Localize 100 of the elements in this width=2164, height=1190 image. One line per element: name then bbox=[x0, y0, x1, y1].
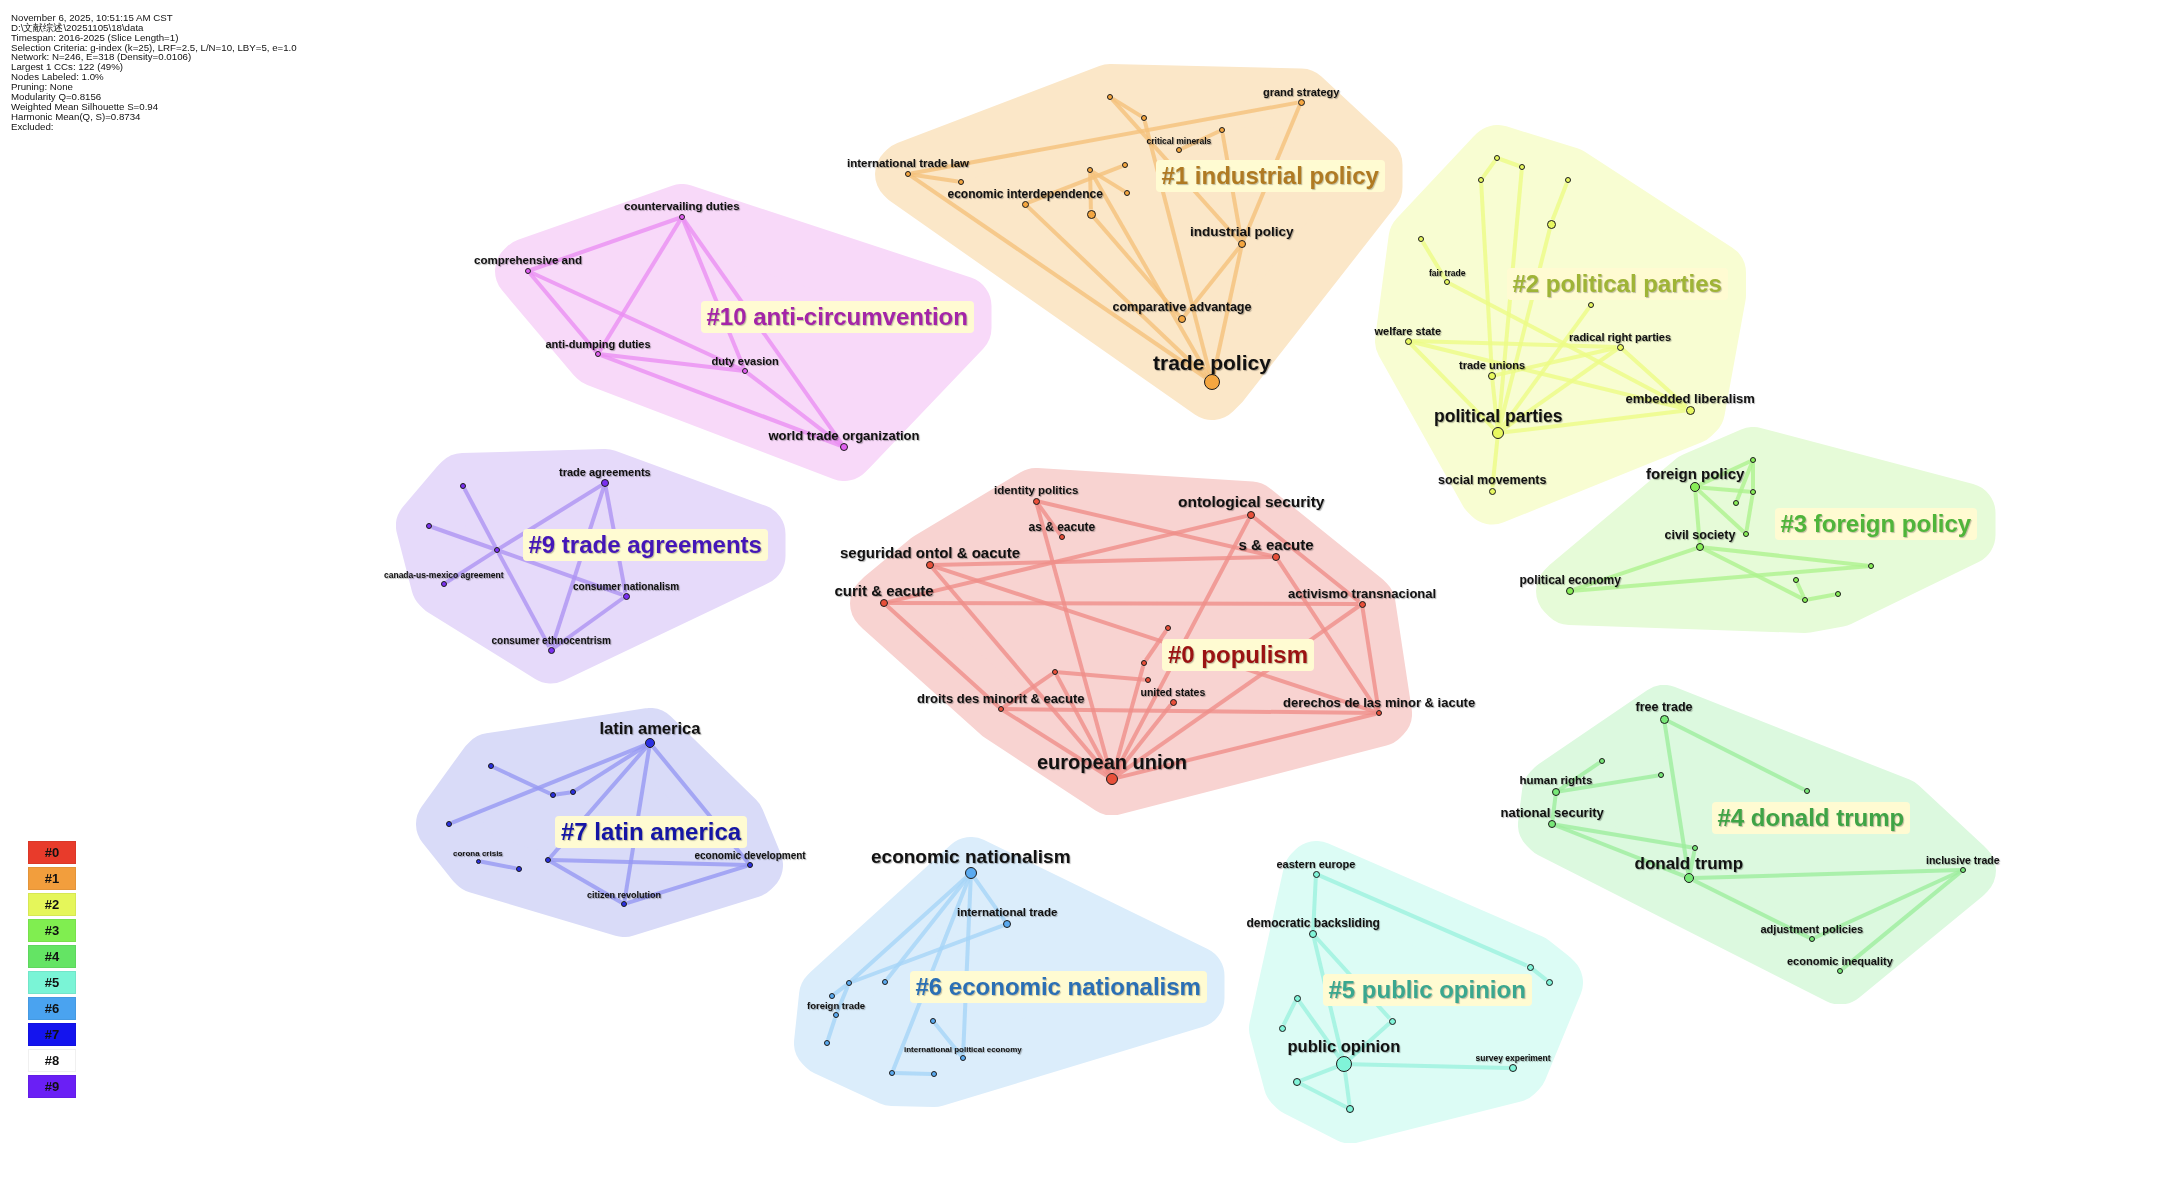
link-line bbox=[849, 875, 968, 983]
keyword-label: seguridad ontol & oacute bbox=[840, 545, 1020, 560]
link-line bbox=[1092, 216, 1181, 318]
link-line bbox=[1692, 878, 1811, 940]
link-line bbox=[1573, 546, 1697, 592]
info-text: Weighted Mean Silhouette S=0.94 bbox=[11, 101, 159, 112]
link-line bbox=[1550, 795, 1558, 821]
keyword-label: as & eacute bbox=[1028, 521, 1096, 533]
keyword-label: international political economy bbox=[904, 1046, 1022, 1054]
link-line bbox=[1252, 515, 1361, 604]
cluster-label: #9 trade agreements bbox=[522, 529, 768, 562]
link-line bbox=[1688, 850, 1697, 874]
link-line bbox=[549, 859, 623, 905]
keyword-label: trade agreements bbox=[559, 467, 651, 478]
link-line bbox=[492, 765, 552, 796]
link-line bbox=[600, 352, 743, 373]
legend-label: #0 bbox=[44, 846, 60, 859]
link-line bbox=[1180, 129, 1221, 151]
link-line bbox=[1795, 581, 1806, 599]
legend-label: #8 bbox=[44, 1054, 60, 1067]
link-line bbox=[1693, 491, 1702, 544]
keyword-label: consumer nationalism bbox=[573, 581, 680, 592]
legend-label: #6 bbox=[44, 1002, 60, 1015]
link-line bbox=[1621, 347, 1689, 409]
link-line bbox=[1038, 499, 1273, 559]
keyword-label: economic interdependence bbox=[947, 187, 1103, 200]
keyword-label: civil society bbox=[1664, 529, 1736, 542]
cluster-label: #2 political parties bbox=[1506, 268, 1728, 301]
link-line bbox=[1531, 967, 1548, 982]
link-line bbox=[552, 596, 625, 650]
keyword-label: corona crisis bbox=[453, 849, 503, 858]
legend-label: #4 bbox=[44, 950, 60, 963]
link-line bbox=[1297, 999, 1342, 1059]
link-line bbox=[909, 174, 1207, 380]
cluster-label: #6 economic nationalism bbox=[909, 971, 1207, 1004]
link-line bbox=[1343, 1071, 1352, 1106]
info-text: Excluded: bbox=[11, 121, 54, 132]
link-line bbox=[528, 272, 598, 353]
legend-label: #7 bbox=[44, 1028, 60, 1041]
keyword-label: political economy bbox=[1519, 574, 1621, 586]
keyword-label: canada-us-mexico agreement bbox=[384, 571, 504, 580]
legend-label: #1 bbox=[44, 872, 60, 885]
link-line bbox=[1420, 240, 1448, 281]
link-line bbox=[1144, 629, 1168, 662]
keyword-label: grand strategy bbox=[1263, 86, 1340, 98]
keyword-label: economic development bbox=[694, 851, 806, 861]
link-line bbox=[1554, 823, 1686, 879]
keyword-label: embedded liberalism bbox=[1625, 391, 1755, 405]
link-line bbox=[885, 876, 969, 981]
link-line bbox=[682, 218, 844, 445]
link-line bbox=[1114, 703, 1173, 776]
keyword-label: critical minerals bbox=[1146, 137, 1212, 146]
info-text: Largest 1 CCs: 122 (49%) bbox=[11, 62, 123, 73]
keyword-label: political parties bbox=[1434, 408, 1563, 426]
legend-label: #3 bbox=[44, 924, 60, 937]
cluster-label: #0 populism bbox=[1162, 639, 1315, 672]
link-line bbox=[496, 551, 552, 648]
info-text: Harmonic Mean(Q, S)=0.8734 bbox=[11, 111, 141, 122]
link-line bbox=[746, 371, 842, 447]
link-line bbox=[1751, 463, 1755, 489]
keyword-label: economic inequality bbox=[1787, 956, 1893, 967]
link-line bbox=[1667, 719, 1806, 792]
link-line bbox=[555, 790, 571, 797]
info-text: D:\文献综述\20251105\18\data bbox=[11, 22, 144, 33]
link-line bbox=[826, 1017, 837, 1041]
link-line bbox=[1573, 564, 1869, 593]
link-line bbox=[1662, 723, 1691, 874]
link-line bbox=[1111, 665, 1146, 774]
link-line bbox=[480, 859, 517, 871]
link-line bbox=[1703, 545, 1869, 568]
keyword-label: survey experiment bbox=[1475, 1054, 1551, 1063]
link-line bbox=[910, 100, 1298, 176]
link-line bbox=[1057, 670, 1146, 682]
link-line bbox=[529, 270, 744, 372]
link-line bbox=[550, 858, 748, 867]
keyword-label: duty evasion bbox=[711, 356, 779, 367]
info-text: Pruning: None bbox=[11, 82, 73, 92]
keyword-label: countervailing duties bbox=[624, 201, 740, 213]
link-line bbox=[833, 983, 848, 996]
link-line bbox=[1503, 408, 1686, 435]
keyword-label: social movements bbox=[1438, 473, 1547, 486]
link-line bbox=[1026, 204, 1208, 378]
link-line bbox=[1495, 345, 1618, 378]
link-line bbox=[1813, 869, 1962, 940]
keyword-label: adjustment policies bbox=[1760, 924, 1864, 935]
link-line bbox=[894, 1071, 932, 1076]
keyword-label: s & eacute bbox=[1238, 537, 1314, 552]
link-line bbox=[1276, 559, 1379, 712]
link-line bbox=[1697, 488, 1746, 534]
legend-label: #2 bbox=[44, 898, 60, 911]
link-line bbox=[1408, 342, 1496, 431]
link-line bbox=[910, 172, 959, 184]
keyword-label: anti-dumping duties bbox=[545, 339, 651, 350]
link-line bbox=[1490, 438, 1500, 488]
link-line bbox=[1490, 379, 1500, 428]
keyword-label: european union bbox=[1037, 752, 1187, 772]
keyword-label: curit & eacute bbox=[834, 583, 934, 598]
keyword-label: trade policy bbox=[1153, 352, 1271, 373]
link-line bbox=[1002, 672, 1054, 709]
cluster-label: #7 latin america bbox=[555, 816, 748, 849]
